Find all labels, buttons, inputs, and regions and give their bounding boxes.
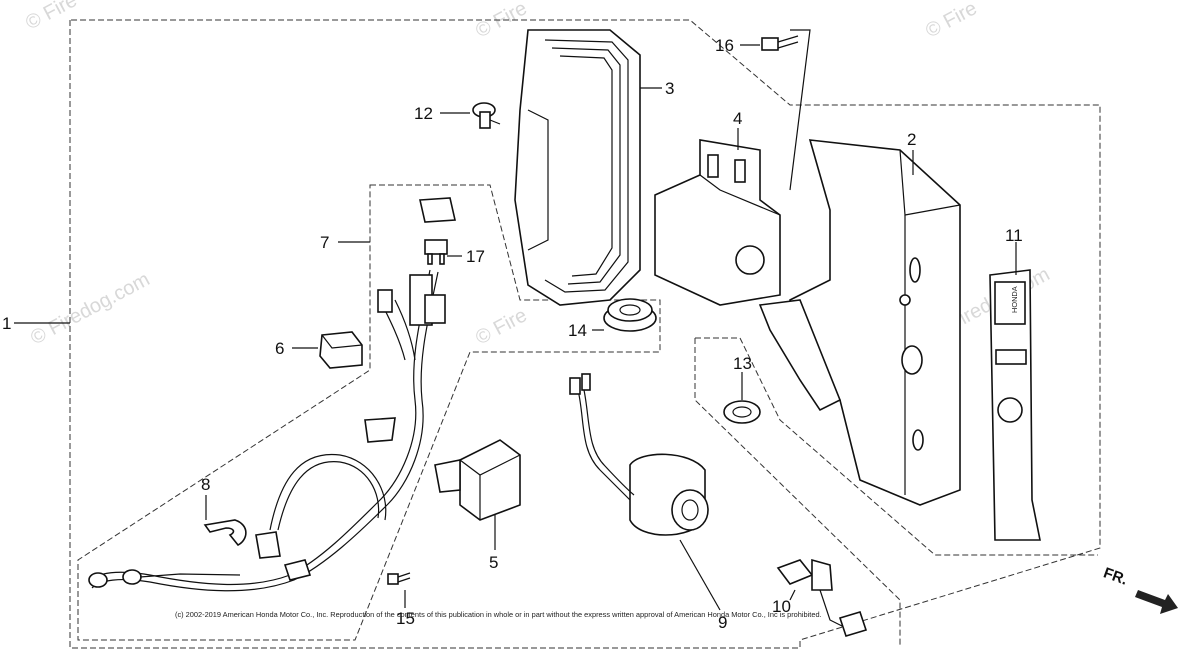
callout-14: 14 <box>568 321 587 340</box>
panel-cover <box>514 29 641 306</box>
front-arrow-icon <box>1135 590 1178 614</box>
watermark-top-left: © Fire <box>22 0 81 34</box>
assembly-boundary <box>69 19 1101 649</box>
switch-boundary <box>695 337 1098 556</box>
callout-15: 15 <box>396 609 415 628</box>
screw-15 <box>387 572 411 585</box>
ignition-key <box>776 558 868 637</box>
connector-block <box>319 331 363 369</box>
front-label: FR. <box>1101 564 1130 588</box>
callout-4: 4 <box>733 109 742 128</box>
callout-5: 5 <box>489 553 498 572</box>
switch-bracket <box>654 139 781 306</box>
leader-9 <box>679 539 721 611</box>
harness-clamp <box>203 519 247 547</box>
copyright-notice: (c) 2002-2019 American Honda Motor Co., … <box>175 610 822 619</box>
callout-8: 8 <box>201 475 210 494</box>
bolt-16 <box>761 35 799 51</box>
switch-boundary-lower <box>694 338 901 646</box>
callout-13: 13 <box>733 354 752 373</box>
watermark-top-right: © Fire <box>922 0 981 42</box>
relay <box>434 439 521 521</box>
grommet <box>603 298 657 332</box>
callout-12: 12 <box>414 104 433 123</box>
label-plate-text: HONDA <box>1010 286 1019 313</box>
label-plate: HONDA <box>989 269 1041 541</box>
leader-16-guide <box>789 29 811 191</box>
watermark-top-mid: © Fire <box>472 0 531 42</box>
fuse <box>424 239 448 265</box>
control-box <box>758 139 961 506</box>
screw-knob <box>472 102 501 129</box>
callout-3: 3 <box>665 79 674 98</box>
fuse-cover <box>419 197 456 223</box>
callout-17: 17 <box>466 247 485 266</box>
harness-boundary <box>77 184 661 641</box>
callout-16: 16 <box>715 36 734 55</box>
clip-13 <box>723 400 761 424</box>
callout-1: 1 <box>2 314 11 333</box>
callout-11: 11 <box>1005 226 1023 245</box>
front-direction-indicator: FR. <box>1101 564 1178 614</box>
callout-10: 10 <box>772 597 791 616</box>
callout-9: 9 <box>718 613 727 632</box>
callout-2: 2 <box>907 130 916 149</box>
ignition-switch <box>569 373 709 536</box>
callout-7: 7 <box>320 233 329 252</box>
wire-harness <box>88 269 446 592</box>
watermark-mid-left: © Firedog.com <box>27 268 153 349</box>
watermark-mid-center: © Fire <box>472 304 531 349</box>
callout-6: 6 <box>275 339 284 358</box>
leader-10 <box>789 589 796 601</box>
